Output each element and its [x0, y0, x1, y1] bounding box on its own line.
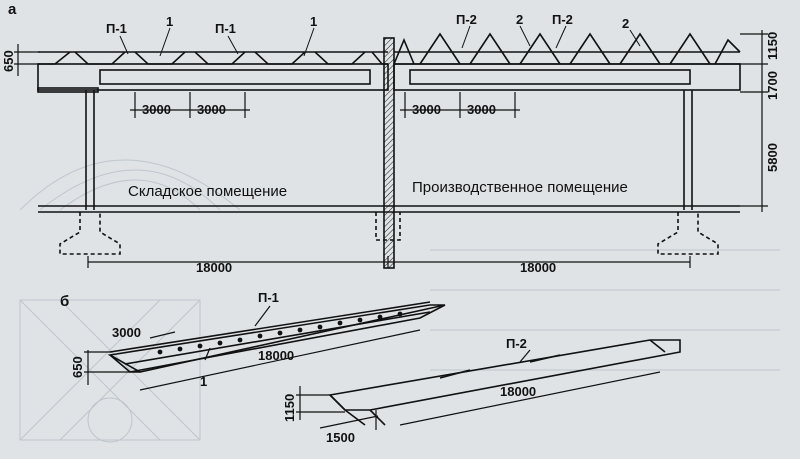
callout-1-b-view: 1	[200, 374, 207, 389]
dim-b	[84, 305, 661, 430]
dim-spans	[87, 256, 691, 268]
dim-pitch-right	[400, 92, 520, 118]
dim-3000-left-1: 3000	[142, 102, 171, 117]
callout-1-b: 1	[310, 14, 317, 29]
columns	[85, 90, 693, 210]
dim-1150: 1150	[765, 32, 780, 60]
mark-p2-iso: П-2	[506, 336, 527, 351]
left-roof-girder	[37, 63, 389, 93]
roof-panel-p1-row	[38, 51, 388, 65]
roof-panel-p2-row	[393, 32, 741, 65]
mark-p1-left-2: П-1	[215, 21, 236, 36]
mark-p1-iso: П-1	[258, 290, 279, 305]
part-label-b: б	[60, 293, 69, 310]
dim-3000-left-2: 3000	[197, 102, 226, 117]
mark-p2-right-2: П-2	[552, 12, 573, 27]
dim-650-left	[14, 44, 40, 76]
dim-p1-pitch: 3000	[112, 325, 141, 340]
panel-p2-iso	[328, 339, 681, 426]
dim-p1-height: 650	[70, 356, 85, 378]
callout-2-b: 2	[622, 16, 629, 31]
part-label-a: а	[8, 1, 17, 18]
dim-3000-right-2: 3000	[467, 102, 496, 117]
dim-pitch-left	[130, 92, 250, 118]
panel-p1-holes	[157, 311, 403, 355]
callout-2-a: 2	[516, 12, 523, 27]
foundations	[59, 212, 719, 255]
dim-right-vertical	[740, 30, 768, 212]
dim-span-right: 18000	[520, 260, 556, 275]
dim-1700: 1700	[765, 71, 780, 100]
dim-650: 650	[1, 50, 16, 72]
dim-span-left: 18000	[196, 260, 232, 275]
mark-p1-left-1: П-1	[106, 21, 127, 36]
dim-3000-right-1: 3000	[412, 102, 441, 117]
panel-p1-iso	[107, 301, 446, 373]
dim-p2-length: 18000	[500, 384, 536, 399]
dim-p2-height: 1150	[282, 394, 297, 422]
floor-slab	[38, 205, 740, 213]
mark-p2-right-1: П-2	[456, 12, 477, 27]
middle-brick-wall	[383, 37, 395, 269]
callout-1-a: 1	[166, 14, 173, 29]
caption-production: Производственное помещение	[412, 179, 628, 196]
caption-warehouse: Складское помещение	[128, 183, 287, 200]
right-roof-girder	[393, 63, 741, 91]
dim-5800: 5800	[765, 143, 780, 172]
dim-p2-width: 1500	[326, 430, 355, 445]
dim-p1-length: 18000	[258, 348, 294, 363]
leaders-a	[119, 25, 641, 57]
